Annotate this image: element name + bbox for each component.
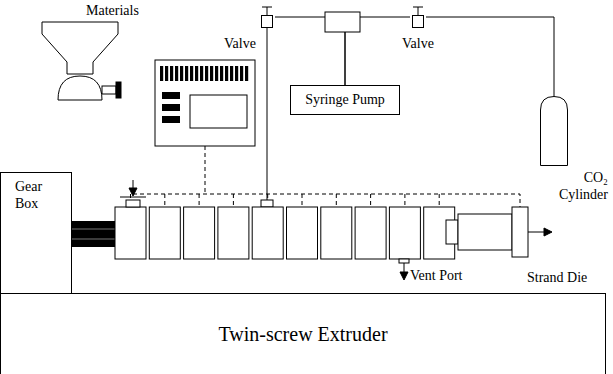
pump-box: Syringe Pump (290, 85, 400, 115)
node-label: Valve (398, 36, 438, 53)
part-label: Vent Port (410, 268, 463, 285)
barrel-segment (321, 207, 352, 259)
feed-port (120, 180, 146, 207)
barrel-segment (218, 207, 249, 259)
barrel (115, 207, 458, 259)
gear-box: Gear Box (0, 172, 72, 295)
gas-line (267, 28, 268, 201)
pipe-connector (426, 17, 554, 96)
strand-die (458, 207, 552, 257)
part-label: Materials (86, 3, 139, 20)
control-panel (155, 60, 255, 146)
node-label: CO₂ Cylinder (554, 170, 608, 204)
barrel-segment (149, 207, 180, 259)
gas-cylinder (540, 96, 568, 166)
node-label: Valve (224, 36, 256, 53)
valve: Valve (224, 6, 276, 52)
valve-symbol (410, 6, 426, 28)
valve-symbol (259, 6, 275, 28)
barrel-segment (252, 207, 283, 259)
co2-cylinder: CO₂ Cylinder (536, 96, 610, 206)
hopper (42, 22, 121, 100)
drive-shaft (72, 221, 115, 247)
node-label: Gear Box (15, 179, 59, 213)
node-label: Syringe Pump (305, 92, 385, 109)
barrel-segment (287, 207, 318, 259)
barrel-segment (184, 207, 215, 259)
barrel-segment (389, 207, 420, 259)
control-wiring (131, 146, 521, 208)
vent-port (399, 259, 409, 280)
barrel-segment (115, 207, 146, 259)
extruder-base: Twin-screw Extruder (0, 293, 606, 374)
part-label: Strand Die (527, 270, 587, 287)
barrel-segment (355, 207, 386, 259)
node-label: Twin-screw Extruder (218, 322, 387, 346)
valve: Valve (398, 6, 438, 52)
injection-port (261, 200, 273, 207)
